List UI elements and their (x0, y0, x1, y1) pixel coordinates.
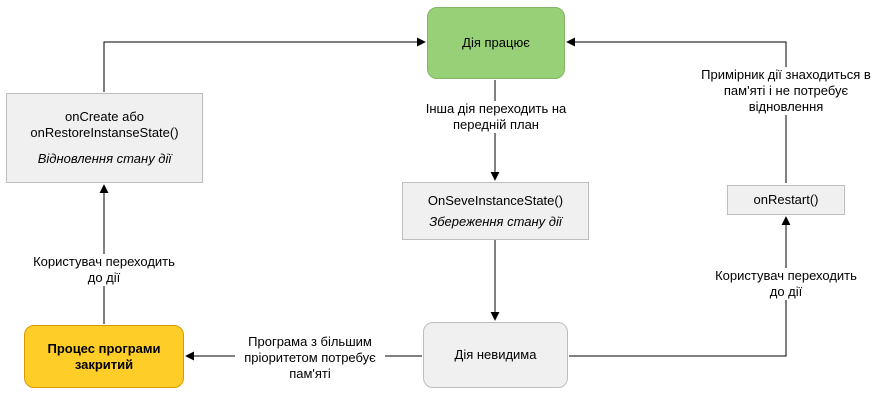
edge-label-user-returns-left: Користувач переходить до дії (26, 254, 182, 286)
node-on-restart: onRestart() (727, 185, 845, 215)
on-create-title: onCreate або onRestoreInstanseState() (30, 109, 179, 140)
on-restart-label: onRestart() (753, 192, 819, 207)
activity-running-label: Дія працює (462, 35, 530, 50)
on-create-subtitle: Відновлення стану дії (37, 151, 172, 166)
edge-label-instance-in-memory: Примірник дії знаходиться в пам'яті і не… (688, 67, 884, 115)
on-save-title: OnSeveInstanceState() (427, 192, 564, 208)
edge-oncreate-to-running (103, 37, 426, 92)
edge-onrestart-to-running (566, 37, 787, 183)
edge-invisible-to-onrestart (569, 216, 791, 357)
node-on-save-instance-state: OnSeveInstanceState() Збереження стану д… (402, 182, 589, 240)
node-activity-running: Дія працює (427, 7, 565, 79)
activity-invisible-label: Дія невидима (454, 347, 537, 362)
on-save-subtitle: Збереження стану дії (429, 213, 562, 229)
process-killed-label: Процес програми закритий (47, 340, 161, 372)
node-activity-invisible: Дія невидима (423, 322, 568, 388)
edge-label-user-returns-right: Користувач переходить до дії (708, 268, 864, 300)
node-on-create: onCreate або onRestoreInstanseState() Ві… (6, 93, 203, 183)
edge-label-another-activity-front: Інша дія переходить на передній план (416, 101, 576, 133)
node-process-killed: Процес програми закритий (24, 325, 184, 388)
edge-label-higher-priority-memory: Програма з більшим пріоритетом потребує … (235, 334, 385, 382)
